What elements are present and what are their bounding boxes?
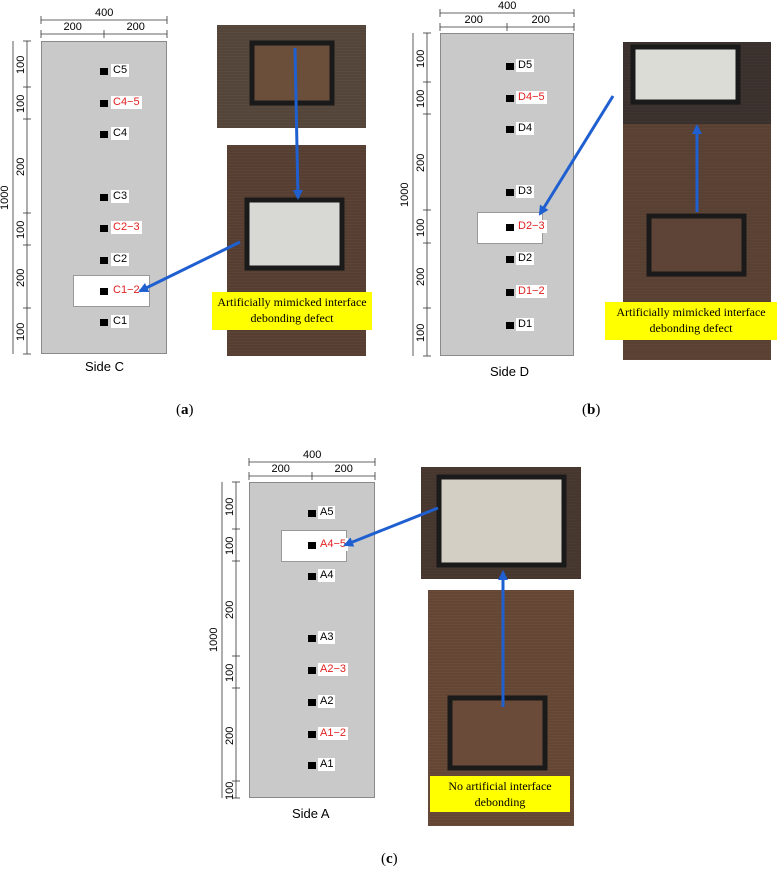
sensor-marker-a-5 xyxy=(308,699,316,706)
sensor-label-a-7: A1 xyxy=(318,758,336,771)
sensor-label-c-4: C2−3 xyxy=(111,221,142,234)
sensor-label-a-0: A5 xyxy=(318,506,336,519)
sensor-marker-d-7 xyxy=(506,322,514,329)
side-c-label: Side C xyxy=(85,359,125,374)
sensor-label-c-7: C1 xyxy=(111,315,130,328)
caption-a: No artificial interface debonding xyxy=(430,776,570,812)
photo-c-top-image xyxy=(217,25,366,128)
sensor-label-a-4: A2−3 xyxy=(318,663,348,676)
sensor-marker-a-6 xyxy=(308,731,316,738)
photo-d-top-image xyxy=(623,42,771,124)
dim-half-width-left-c: 200 xyxy=(63,21,82,33)
width-dimension-c xyxy=(40,16,168,38)
sensor-label-a-2: A4 xyxy=(318,569,336,582)
dim-half-width-left-a: 200 xyxy=(271,463,290,475)
height-dimension-d xyxy=(412,32,431,357)
subfigure-label-b: (b) xyxy=(582,402,601,418)
arrow-c-side xyxy=(138,240,241,293)
sensor-label-c-3: C3 xyxy=(111,190,130,203)
dim-half-width-left-d: 200 xyxy=(464,14,483,26)
dim-half-width-right-a: 200 xyxy=(334,463,353,475)
sensor-label-a-1: A4−5 xyxy=(318,538,348,551)
sensor-label-d-3: D3 xyxy=(516,185,535,198)
sensor-label-d-1: D4−5 xyxy=(516,91,547,104)
sensor-marker-c-6 xyxy=(100,288,108,295)
dim-total-width-c: 400 xyxy=(95,7,114,19)
sensor-marker-a-7 xyxy=(308,762,316,769)
sensor-marker-d-1 xyxy=(506,95,514,102)
sensor-marker-a-2 xyxy=(308,573,316,580)
sensor-marker-c-3 xyxy=(100,194,108,201)
caption-c: Artificially mimicked interface debondin… xyxy=(212,292,372,330)
sensor-label-d-2: D4 xyxy=(516,122,535,135)
width-dimension-d xyxy=(439,9,575,31)
sensor-label-a-5: A2 xyxy=(318,695,336,708)
caption-d: Artificially mimicked interface debondin… xyxy=(605,302,777,340)
arrow-a-side xyxy=(343,506,439,547)
subfigure-label-a: (a) xyxy=(176,402,194,418)
arrow-c-top xyxy=(292,47,303,200)
photo-d-top xyxy=(623,42,771,124)
dim-half-width-right-d: 200 xyxy=(531,14,550,26)
sensor-label-d-4: D2−3 xyxy=(516,220,547,233)
sensor-marker-d-3 xyxy=(506,189,514,196)
sensor-marker-d-6 xyxy=(506,289,514,296)
sensor-label-d-5: D2 xyxy=(516,252,535,265)
sensor-marker-d-2 xyxy=(506,126,514,133)
sensor-marker-c-4 xyxy=(100,225,108,232)
subfigure-letter-c: c xyxy=(386,851,393,867)
width-dimension-a xyxy=(248,458,376,480)
sensor-marker-d-4 xyxy=(506,224,514,231)
arrow-d-side xyxy=(538,95,615,216)
height-dimension-c xyxy=(12,40,31,355)
subfigure-label-c: (c) xyxy=(381,851,398,867)
sensor-marker-c-1 xyxy=(100,100,108,107)
sensor-label-c-5: C2 xyxy=(111,253,130,266)
sensor-label-c-2: C4 xyxy=(111,127,130,140)
sensor-marker-a-4 xyxy=(308,667,316,674)
sensor-label-d-6: D1−2 xyxy=(516,285,547,298)
subfigure-letter-b: b xyxy=(587,402,596,418)
subfigure-letter-a: a xyxy=(181,402,189,418)
sensor-label-c-6: C1−2 xyxy=(111,284,142,297)
dim-total-width-a: 400 xyxy=(303,449,322,461)
sensor-label-d-0: D5 xyxy=(516,59,535,72)
height-dimension-a xyxy=(221,481,240,799)
photo-a-top-image xyxy=(421,467,581,579)
sensor-marker-c-7 xyxy=(100,319,108,326)
photo-a-top xyxy=(421,467,581,579)
sensor-marker-a-3 xyxy=(308,635,316,642)
sensor-label-a-3: A3 xyxy=(318,631,336,644)
sensor-marker-c-2 xyxy=(100,131,108,138)
sensor-marker-d-5 xyxy=(506,256,514,263)
side-d-label: Side D xyxy=(490,364,530,379)
sensor-label-d-7: D1 xyxy=(516,318,535,331)
dim-half-width-right-c: 200 xyxy=(126,21,145,33)
side-a-label: Side A xyxy=(292,806,330,821)
sensor-label-c-0: C5 xyxy=(111,64,130,77)
sensor-marker-c-5 xyxy=(100,257,108,264)
sensor-marker-a-1 xyxy=(308,542,316,549)
sensor-marker-a-0 xyxy=(308,510,316,517)
sensor-marker-d-0 xyxy=(506,63,514,70)
photo-c-top xyxy=(217,25,366,128)
sensor-label-c-1: C4−5 xyxy=(111,96,142,109)
dim-total-width-d: 400 xyxy=(498,0,517,12)
sensor-marker-c-0 xyxy=(100,68,108,75)
sensor-label-a-6: A1−2 xyxy=(318,727,348,740)
